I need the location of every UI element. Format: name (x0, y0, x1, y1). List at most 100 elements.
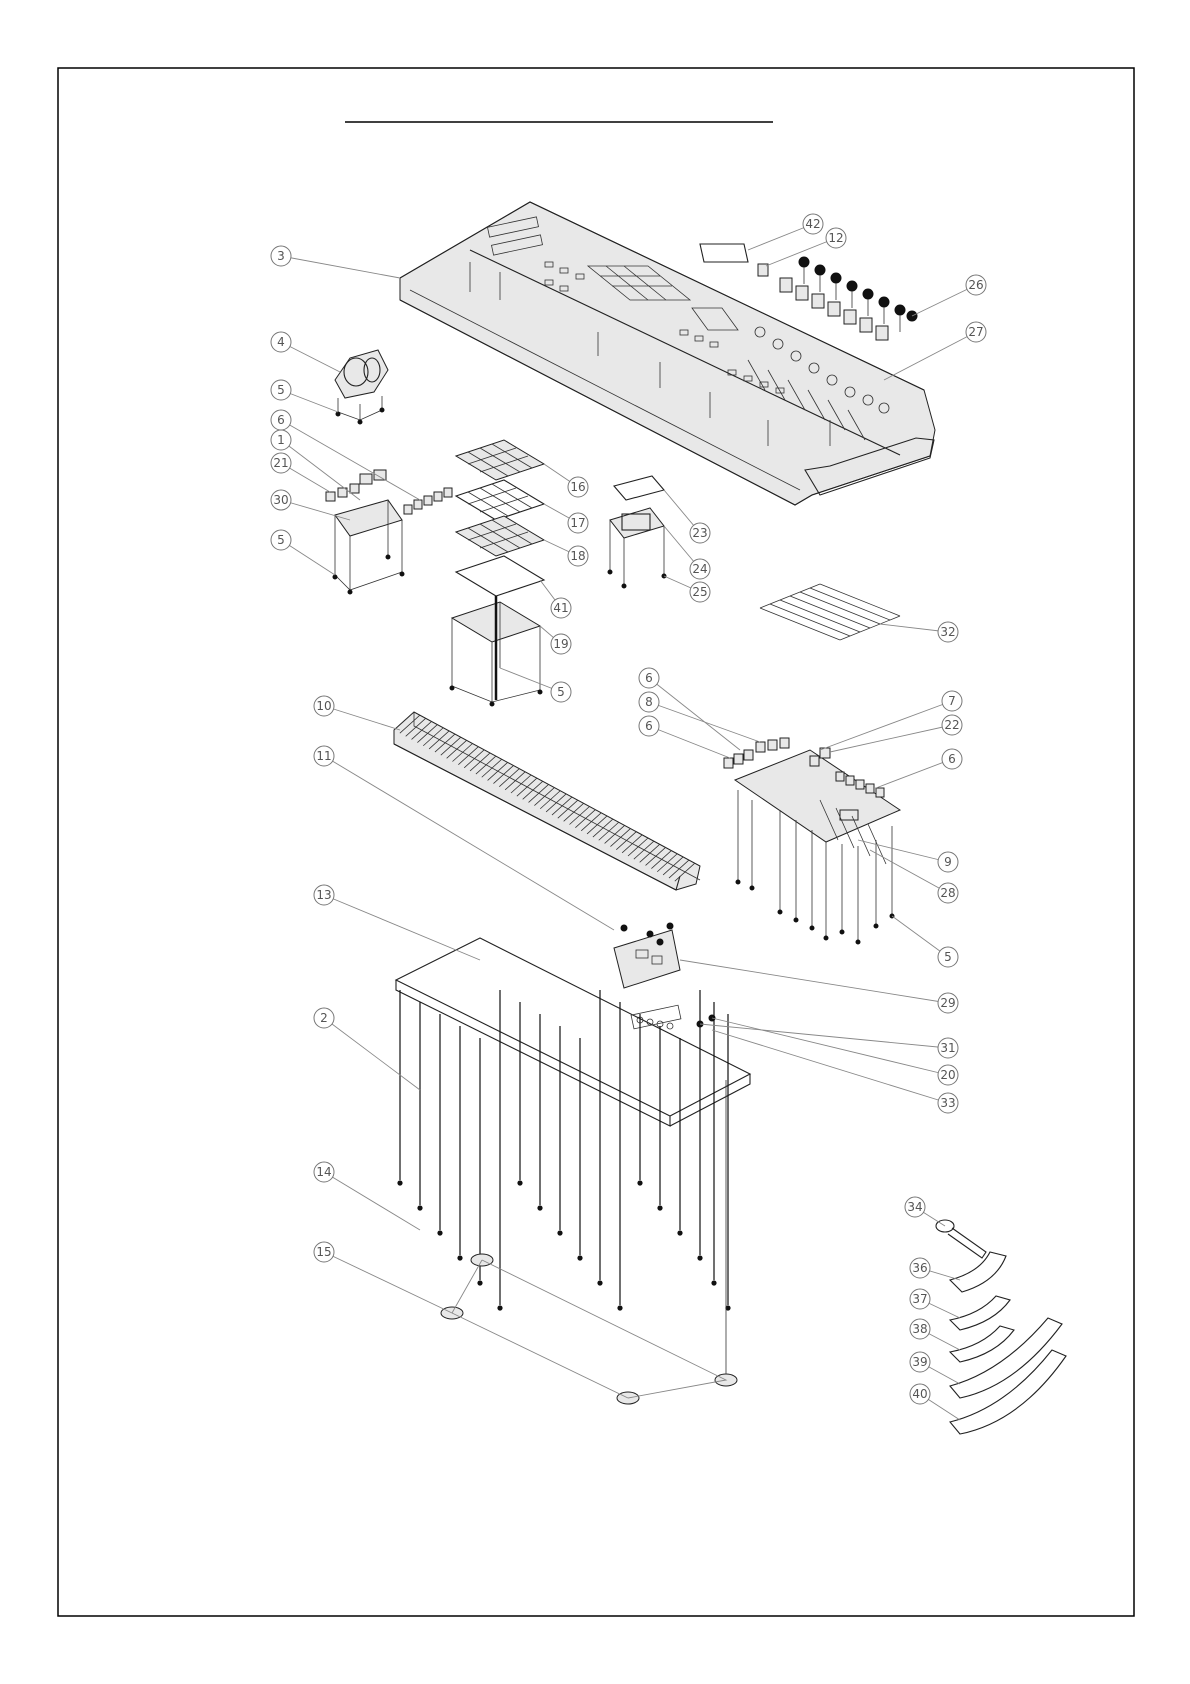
callout-number: 34 (907, 1200, 922, 1214)
callout-number: 1 (277, 433, 285, 447)
leader-line (281, 500, 350, 520)
callout-33: 33 (938, 1093, 958, 1113)
leader-line (884, 332, 976, 380)
keybed-part (394, 712, 700, 890)
callout-number: 26 (968, 278, 983, 292)
drum-pad-stack-part (450, 440, 544, 706)
callout-number: 10 (316, 699, 331, 713)
callout-22: 22 (942, 715, 962, 735)
callout-21: 21 (271, 453, 291, 473)
callout-8: 8 (639, 692, 659, 712)
fader-strip-part (760, 584, 900, 640)
screw-head (712, 1281, 716, 1285)
callout-42: 42 (803, 214, 823, 234)
small-board-part (614, 923, 680, 988)
callout-number: 30 (273, 493, 288, 507)
callout-number: 5 (944, 950, 952, 964)
callout-number: 19 (553, 637, 568, 651)
callout-11: 11 (314, 746, 334, 766)
callout-number: 25 (692, 585, 707, 599)
callout-number: 38 (912, 1322, 927, 1336)
leader-line (680, 960, 948, 1003)
screw-head (538, 1206, 542, 1210)
callout-number: 23 (692, 526, 707, 540)
callout-number: 32 (940, 625, 955, 639)
screw-head (638, 1181, 642, 1185)
callout-number: 18 (570, 549, 585, 563)
leader-line (324, 1018, 420, 1090)
callout-number: 7 (948, 694, 956, 708)
callout-9: 9 (938, 852, 958, 872)
leader-line (748, 224, 813, 250)
accessories-part (936, 1220, 1066, 1434)
screw-head (658, 1206, 662, 1210)
callout-number: 8 (645, 695, 653, 709)
callout-number: 5 (277, 533, 285, 547)
callout-number: 42 (805, 217, 820, 231)
callout-5: 5 (271, 530, 291, 550)
callout-5: 5 (271, 380, 291, 400)
callout-14: 14 (314, 1162, 334, 1182)
callout-number: 11 (316, 749, 331, 763)
callout-24: 24 (690, 559, 710, 579)
callout-number: 6 (948, 752, 956, 766)
screw-head (518, 1181, 522, 1185)
screw-head (698, 1256, 702, 1260)
callout-number: 13 (316, 888, 331, 902)
callout-12: 12 (826, 228, 846, 248)
label-sheet-part (700, 244, 748, 262)
callout-number: 24 (692, 562, 707, 576)
screw-head (398, 1181, 402, 1185)
screw-head (726, 1306, 730, 1310)
screw-head (498, 1306, 502, 1310)
callout-number: 27 (968, 325, 983, 339)
control-board-part (724, 738, 900, 944)
display-module-part (608, 476, 666, 588)
callout-number: 9 (944, 855, 952, 869)
screw-head (418, 1206, 422, 1210)
callout-number: 20 (940, 1068, 955, 1082)
leader-line (830, 725, 952, 752)
callout-15: 15 (314, 1242, 334, 1262)
screw-head (438, 1231, 442, 1235)
callout-36: 36 (910, 1258, 930, 1278)
callout-number: 16 (570, 480, 585, 494)
leader-line (324, 1252, 452, 1313)
callout-number: 40 (912, 1387, 927, 1401)
callout-31: 31 (938, 1038, 958, 1058)
callout-41: 41 (551, 598, 571, 618)
callout-16: 16 (568, 477, 588, 497)
leader-line (870, 850, 948, 893)
screw-head (578, 1256, 582, 1260)
callout-10: 10 (314, 696, 334, 716)
callout-number: 3 (277, 249, 285, 263)
callout-1: 1 (271, 430, 291, 450)
callout-23: 23 (690, 523, 710, 543)
leader-line (649, 702, 760, 742)
callout-40: 40 (910, 1384, 930, 1404)
callout-number: 21 (273, 456, 288, 470)
callout-7: 7 (942, 691, 962, 711)
callout-27: 27 (966, 322, 986, 342)
callout-37: 37 (910, 1289, 930, 1309)
callout-number: 28 (940, 886, 955, 900)
callout-6: 6 (942, 749, 962, 769)
callout-26: 26 (966, 275, 986, 295)
callout-number: 5 (277, 383, 285, 397)
callout-number: 15 (316, 1245, 331, 1259)
callout-number: 37 (912, 1292, 927, 1306)
callout-5: 5 (938, 947, 958, 967)
leader-line (649, 678, 740, 750)
leader-line (324, 1172, 420, 1230)
leader-line (324, 895, 480, 960)
callout-29: 29 (938, 993, 958, 1013)
callout-6: 6 (639, 716, 659, 736)
callout-number: 39 (912, 1355, 927, 1369)
callout-17: 17 (568, 513, 588, 533)
leader-line (820, 701, 952, 750)
callout-28: 28 (938, 883, 958, 903)
callout-5: 5 (551, 682, 571, 702)
callout-6: 6 (271, 410, 291, 430)
callout-32: 32 (938, 622, 958, 642)
